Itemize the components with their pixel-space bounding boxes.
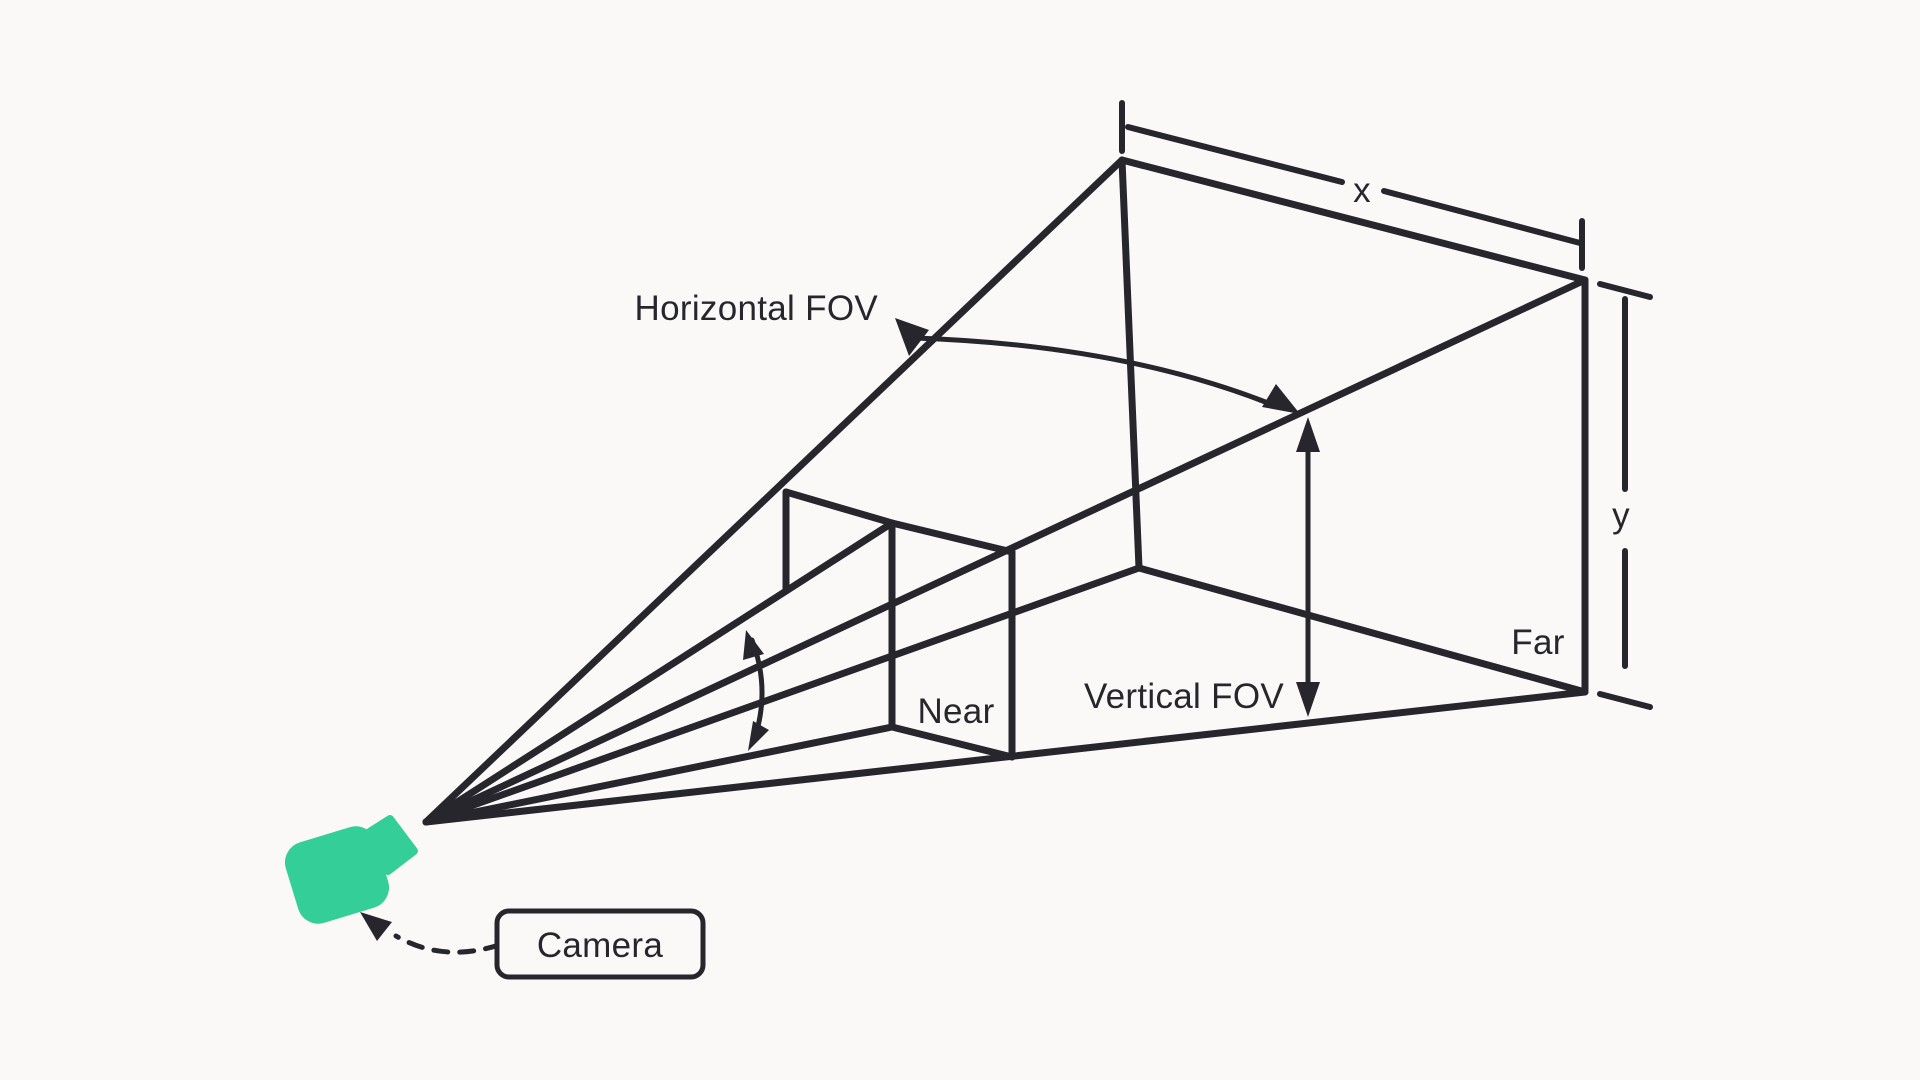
camera-icon-lens — [364, 815, 418, 875]
apex-arc-arrowhead-bottom — [748, 721, 769, 751]
far-plane-label: Far — [1511, 623, 1564, 662]
diagram-labels: Horizontal FOV Vertical FOV Near Far x y… — [537, 171, 1630, 965]
near-plane-bottom-edge — [888, 723, 1016, 761]
vertical-fov-label: Vertical FOV — [1084, 677, 1284, 716]
near-plane-sections — [782, 488, 1016, 761]
dimension-y-tick-bottom — [1597, 691, 1653, 710]
vertical-fov-arrowhead-top — [1296, 417, 1320, 452]
near-plane-top-edge — [782, 488, 1016, 556]
ray-apex-to-far-bottom-left — [422, 564, 1143, 826]
camera-pointer-dashed-arrow — [393, 933, 502, 955]
horizontal-fov-arrow-shaft — [912, 335, 1271, 406]
apex-arc-arrowhead-top — [743, 630, 764, 660]
ray-apex-to-far-top-left — [422, 156, 1126, 826]
camera-label-box-frame — [494, 908, 706, 980]
frustum-line-work — [393, 100, 1653, 955]
arrowheads — [360, 318, 1320, 941]
vertical-fov-arrowhead-bottom — [1296, 682, 1320, 717]
dimension-x — [1119, 100, 1585, 271]
dimension-y — [1597, 281, 1653, 710]
horizontal-fov-arrowhead-left — [895, 318, 929, 356]
camera-icon-body — [284, 826, 390, 924]
near-plane-label: Near — [917, 692, 994, 731]
horizontal-fov-label: Horizontal FOV — [635, 289, 879, 328]
ray-apex-to-near-bottom-left — [422, 723, 896, 826]
horizontal-fov-arrowhead-right — [1262, 384, 1300, 414]
camera-pointer-arrowhead — [360, 912, 392, 941]
dimension-x-line-right — [1381, 188, 1583, 246]
camera-label: Camera — [537, 926, 664, 965]
camera-label-box — [494, 908, 706, 980]
dimension-x-line-left — [1125, 124, 1345, 185]
camera-icon — [284, 815, 418, 924]
ray-apex-to-near-top-left — [422, 519, 896, 826]
far-plane — [1118, 156, 1589, 696]
dimension-y-label: y — [1612, 496, 1630, 535]
dimension-y-tick-top — [1597, 281, 1653, 300]
dimension-x-label: x — [1353, 171, 1371, 210]
